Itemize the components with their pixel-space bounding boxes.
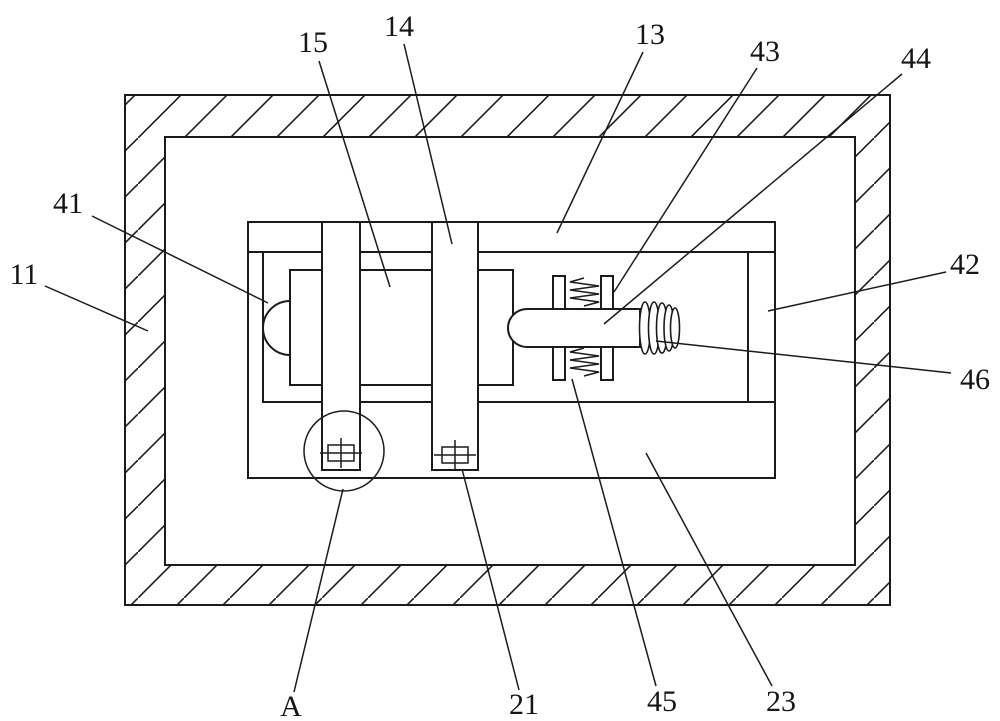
leader-21: [461, 468, 520, 691]
leader-23: [645, 452, 773, 687]
label-11: 11: [10, 258, 39, 291]
label-21: 21: [509, 688, 539, 721]
hatched-housing-frame: [124, 94, 891, 606]
leader-A: [293, 488, 344, 693]
leader-11: [44, 285, 149, 332]
support-bar-left: [321, 221, 361, 471]
spring-bottom: [569, 347, 600, 377]
screw-21: [434, 440, 476, 470]
screw-left: [320, 438, 362, 468]
leader-41: [91, 215, 269, 304]
threaded-end: [638, 301, 681, 355]
label-A: A: [280, 690, 302, 721]
right-end-plate: [747, 251, 776, 403]
piston-rod: [507, 308, 641, 348]
label-44: 44: [901, 42, 931, 75]
label-14: 14: [384, 10, 414, 43]
leader-43: [613, 67, 758, 293]
support-bar-14: [431, 221, 479, 471]
label-43: 43: [750, 35, 780, 68]
label-13: 13: [635, 18, 665, 51]
leader-46: [655, 340, 952, 374]
leader-45: [571, 378, 657, 687]
label-42: 42: [950, 248, 980, 281]
leader-42: [767, 271, 947, 312]
leader-13: [556, 51, 644, 234]
leader-44: [603, 73, 903, 325]
label-15: 15: [298, 26, 328, 59]
label-41: 41: [53, 187, 83, 220]
detail-circle-a: [303, 410, 385, 492]
label-23: 23: [766, 685, 796, 718]
leader-lines: [44, 43, 952, 693]
labels: 15 14 13 43 44 41 11 42 46 A 21 45 23: [10, 10, 990, 721]
leader-14: [403, 43, 453, 245]
leader-15: [318, 60, 391, 288]
spring-top: [569, 277, 600, 307]
label-46: 46: [960, 363, 990, 396]
label-45: 45: [647, 685, 677, 718]
